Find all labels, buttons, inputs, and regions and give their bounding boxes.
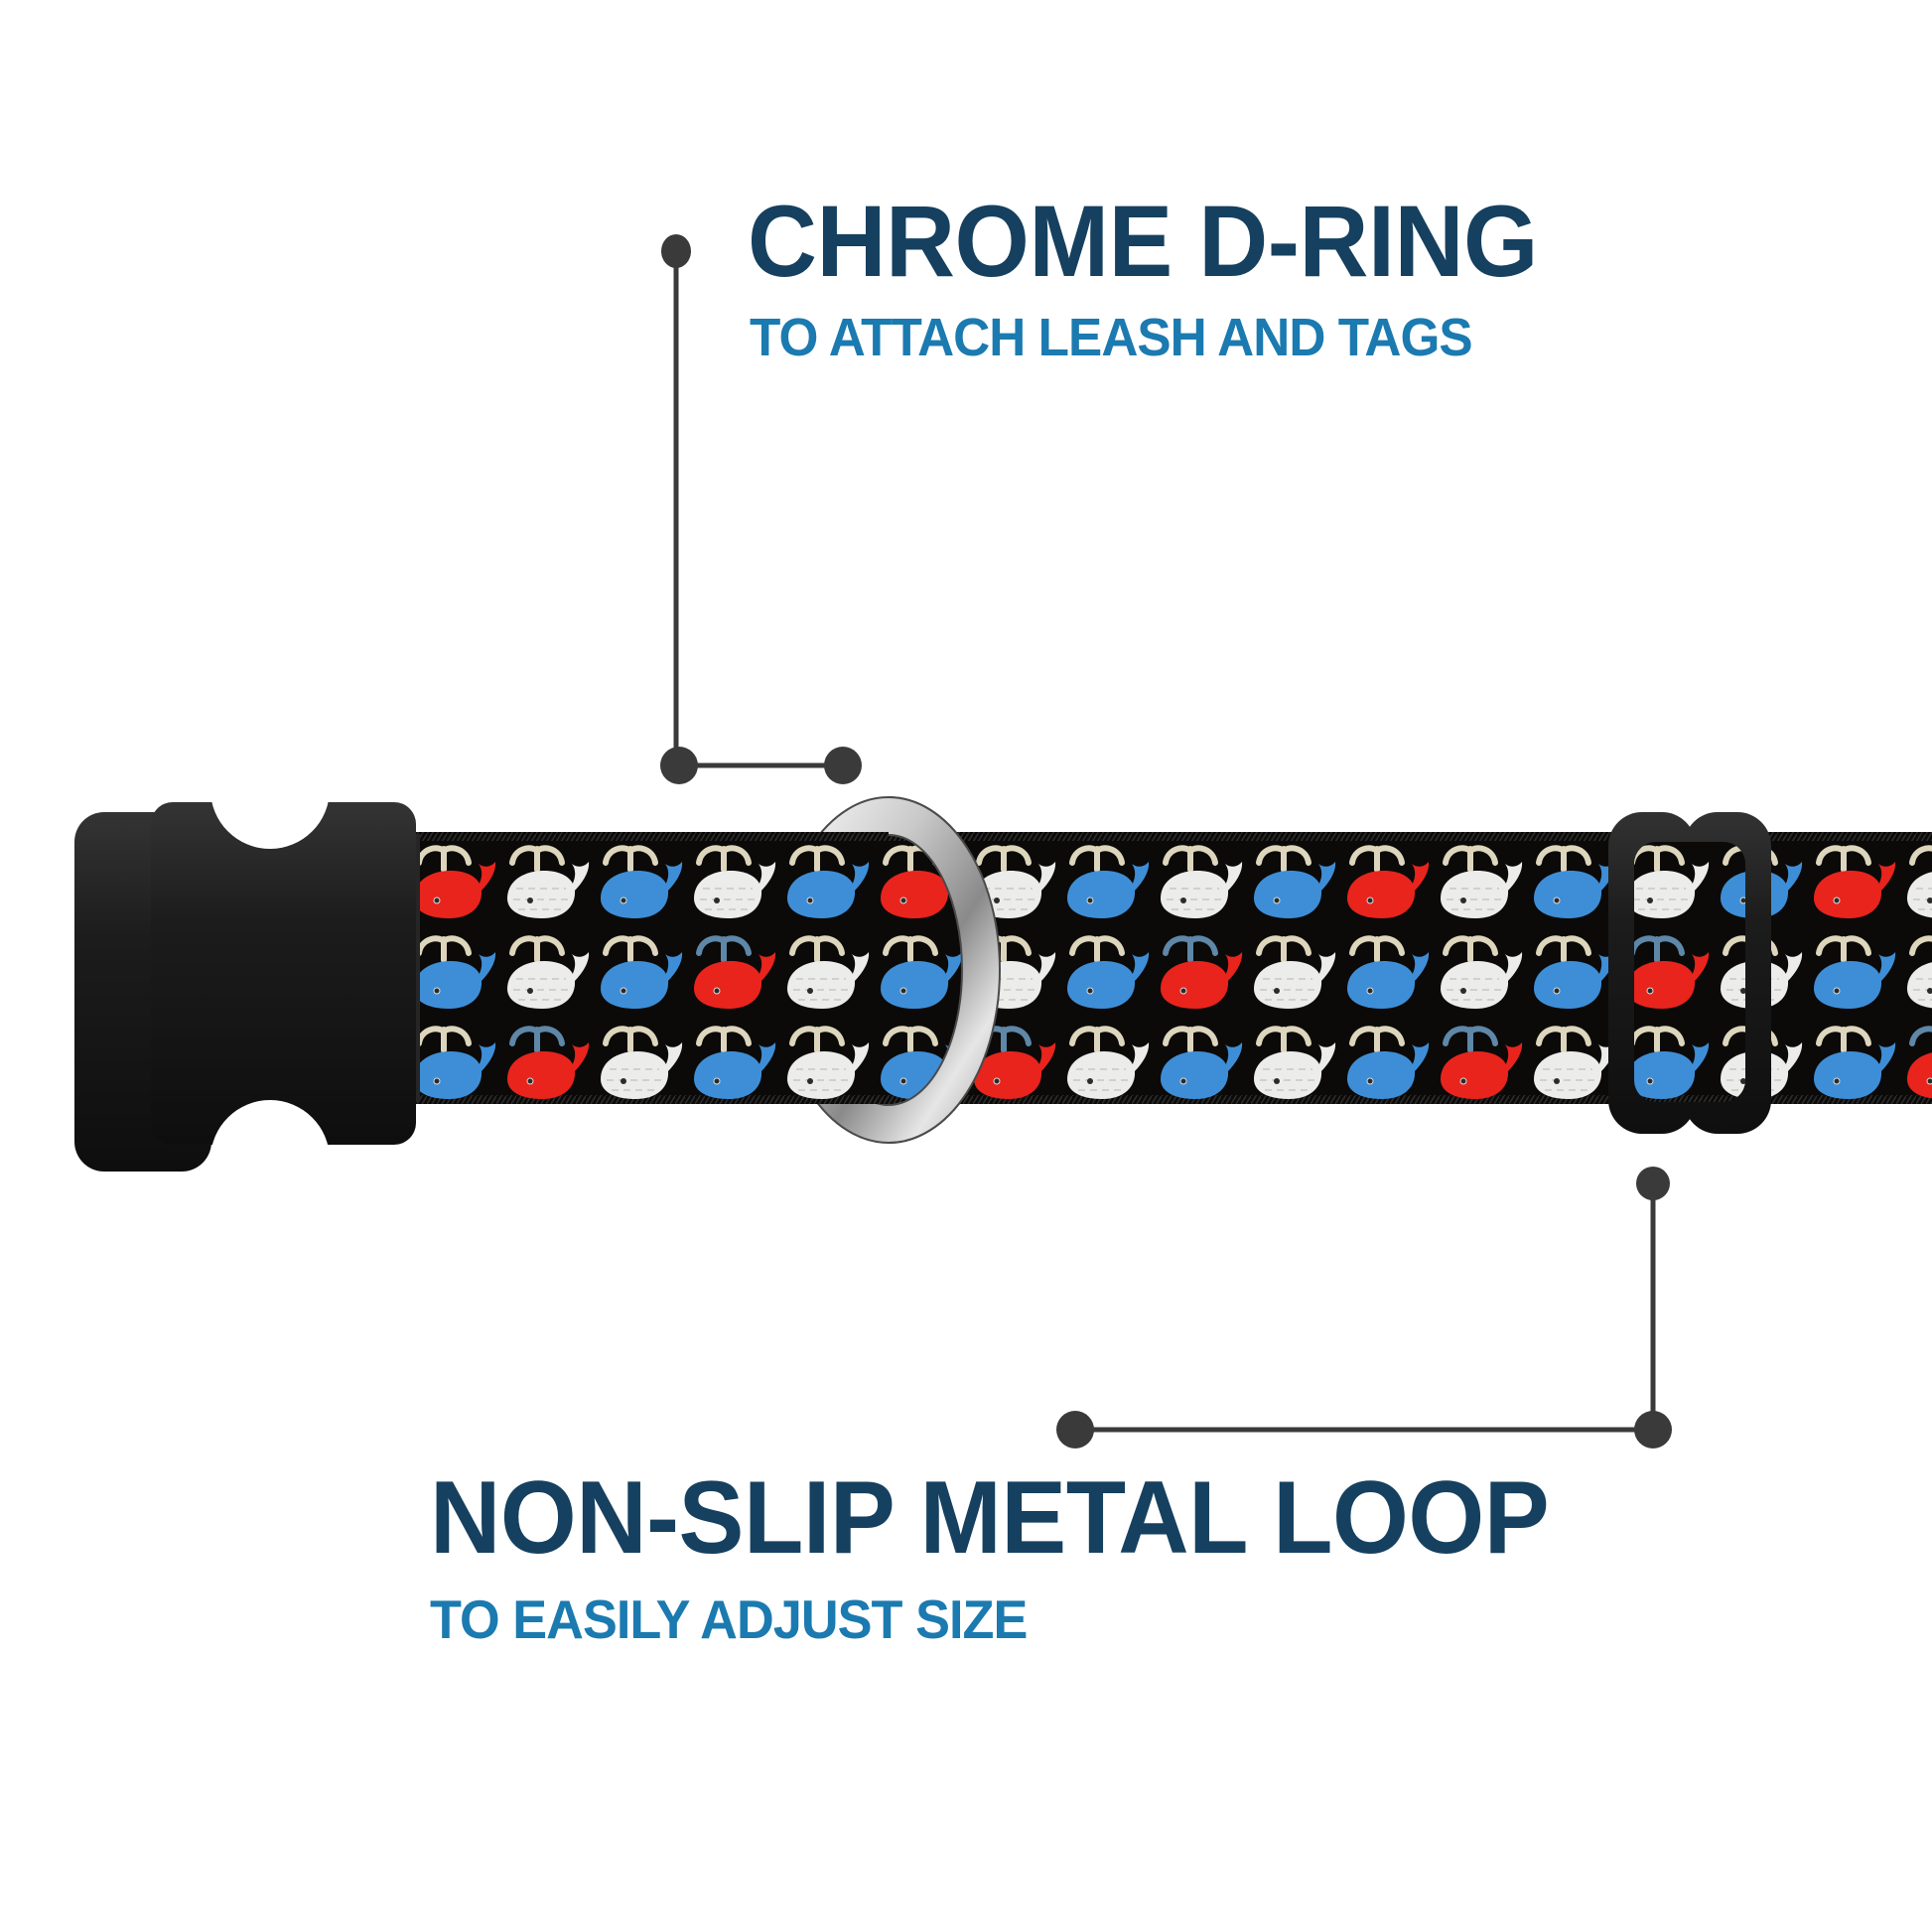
whale-icon [1347, 935, 1430, 1009]
whale-icon [1161, 845, 1243, 918]
buckle-body [151, 802, 416, 1145]
buckle-top-notch [210, 730, 330, 849]
whale-icon [1067, 935, 1150, 1009]
whale-icon [787, 1026, 870, 1099]
metal-loop-slider [1598, 802, 1787, 1144]
whale-icon [1907, 1026, 1932, 1099]
d-ring-title: CHROME D-RING [748, 185, 1538, 298]
whale-icon [1907, 845, 1932, 918]
whale-icon [694, 935, 776, 1009]
whale-icon [1814, 935, 1896, 1009]
whale-icon [1814, 1026, 1896, 1099]
whale-icon [414, 935, 496, 1009]
buckle-bottom-notch [210, 1100, 330, 1219]
whale-icon [694, 845, 776, 918]
whale-icon [1347, 1026, 1430, 1099]
callout-dot [824, 747, 862, 784]
whale-icon [507, 845, 590, 918]
whale-icon [787, 935, 870, 1009]
side-release-buckle [74, 730, 416, 1219]
whale-icon [601, 845, 683, 918]
callout-dot [1634, 1411, 1672, 1449]
whale-icon [1441, 1026, 1523, 1099]
callout-connector-metal-loop [1056, 1167, 1672, 1449]
whale-icon [414, 845, 496, 918]
whale-icon [601, 935, 683, 1009]
whale-icon [1254, 935, 1336, 1009]
callout-dot [1636, 1167, 1670, 1200]
callout-dot [661, 234, 691, 268]
d-ring-icon [889, 796, 1002, 1144]
whale-icon [1161, 935, 1243, 1009]
whale-icon [1254, 845, 1336, 918]
whale-icon [1441, 935, 1523, 1009]
d-ring-subtitle: TO ATTACH LEASH AND TAGS [750, 308, 1473, 367]
whale-icon [881, 935, 963, 1009]
webbing-bottom-weave [328, 1095, 1932, 1104]
whale-icon [787, 845, 870, 918]
metal-loop-subtitle: TO EASILY ADJUST SIZE [430, 1588, 1028, 1650]
callout-dot [1056, 1411, 1094, 1449]
whale-icon [1907, 935, 1932, 1009]
whale-icon [507, 1026, 590, 1099]
whale-pattern [414, 845, 1932, 1099]
whale-icon [1254, 1026, 1336, 1099]
callout-dot [660, 747, 698, 784]
whale-icon [1161, 1026, 1243, 1099]
callout-connector-d-ring [660, 234, 862, 784]
whale-icon [601, 1026, 683, 1099]
whale-icon [694, 1026, 776, 1099]
slider-frame [1598, 802, 1787, 1144]
whale-icon [1441, 845, 1523, 918]
whale-icon [507, 935, 590, 1009]
webbing-top-weave [328, 832, 1932, 841]
whale-icon [1067, 1026, 1150, 1099]
whale-icon [414, 1026, 496, 1099]
whale-icon [1067, 845, 1150, 918]
whale-icon [1814, 845, 1896, 918]
metal-loop-title: NON-SLIP METAL LOOP [430, 1460, 1550, 1576]
whale-icon [1347, 845, 1430, 918]
chrome-d-ring-front [889, 796, 1002, 1144]
